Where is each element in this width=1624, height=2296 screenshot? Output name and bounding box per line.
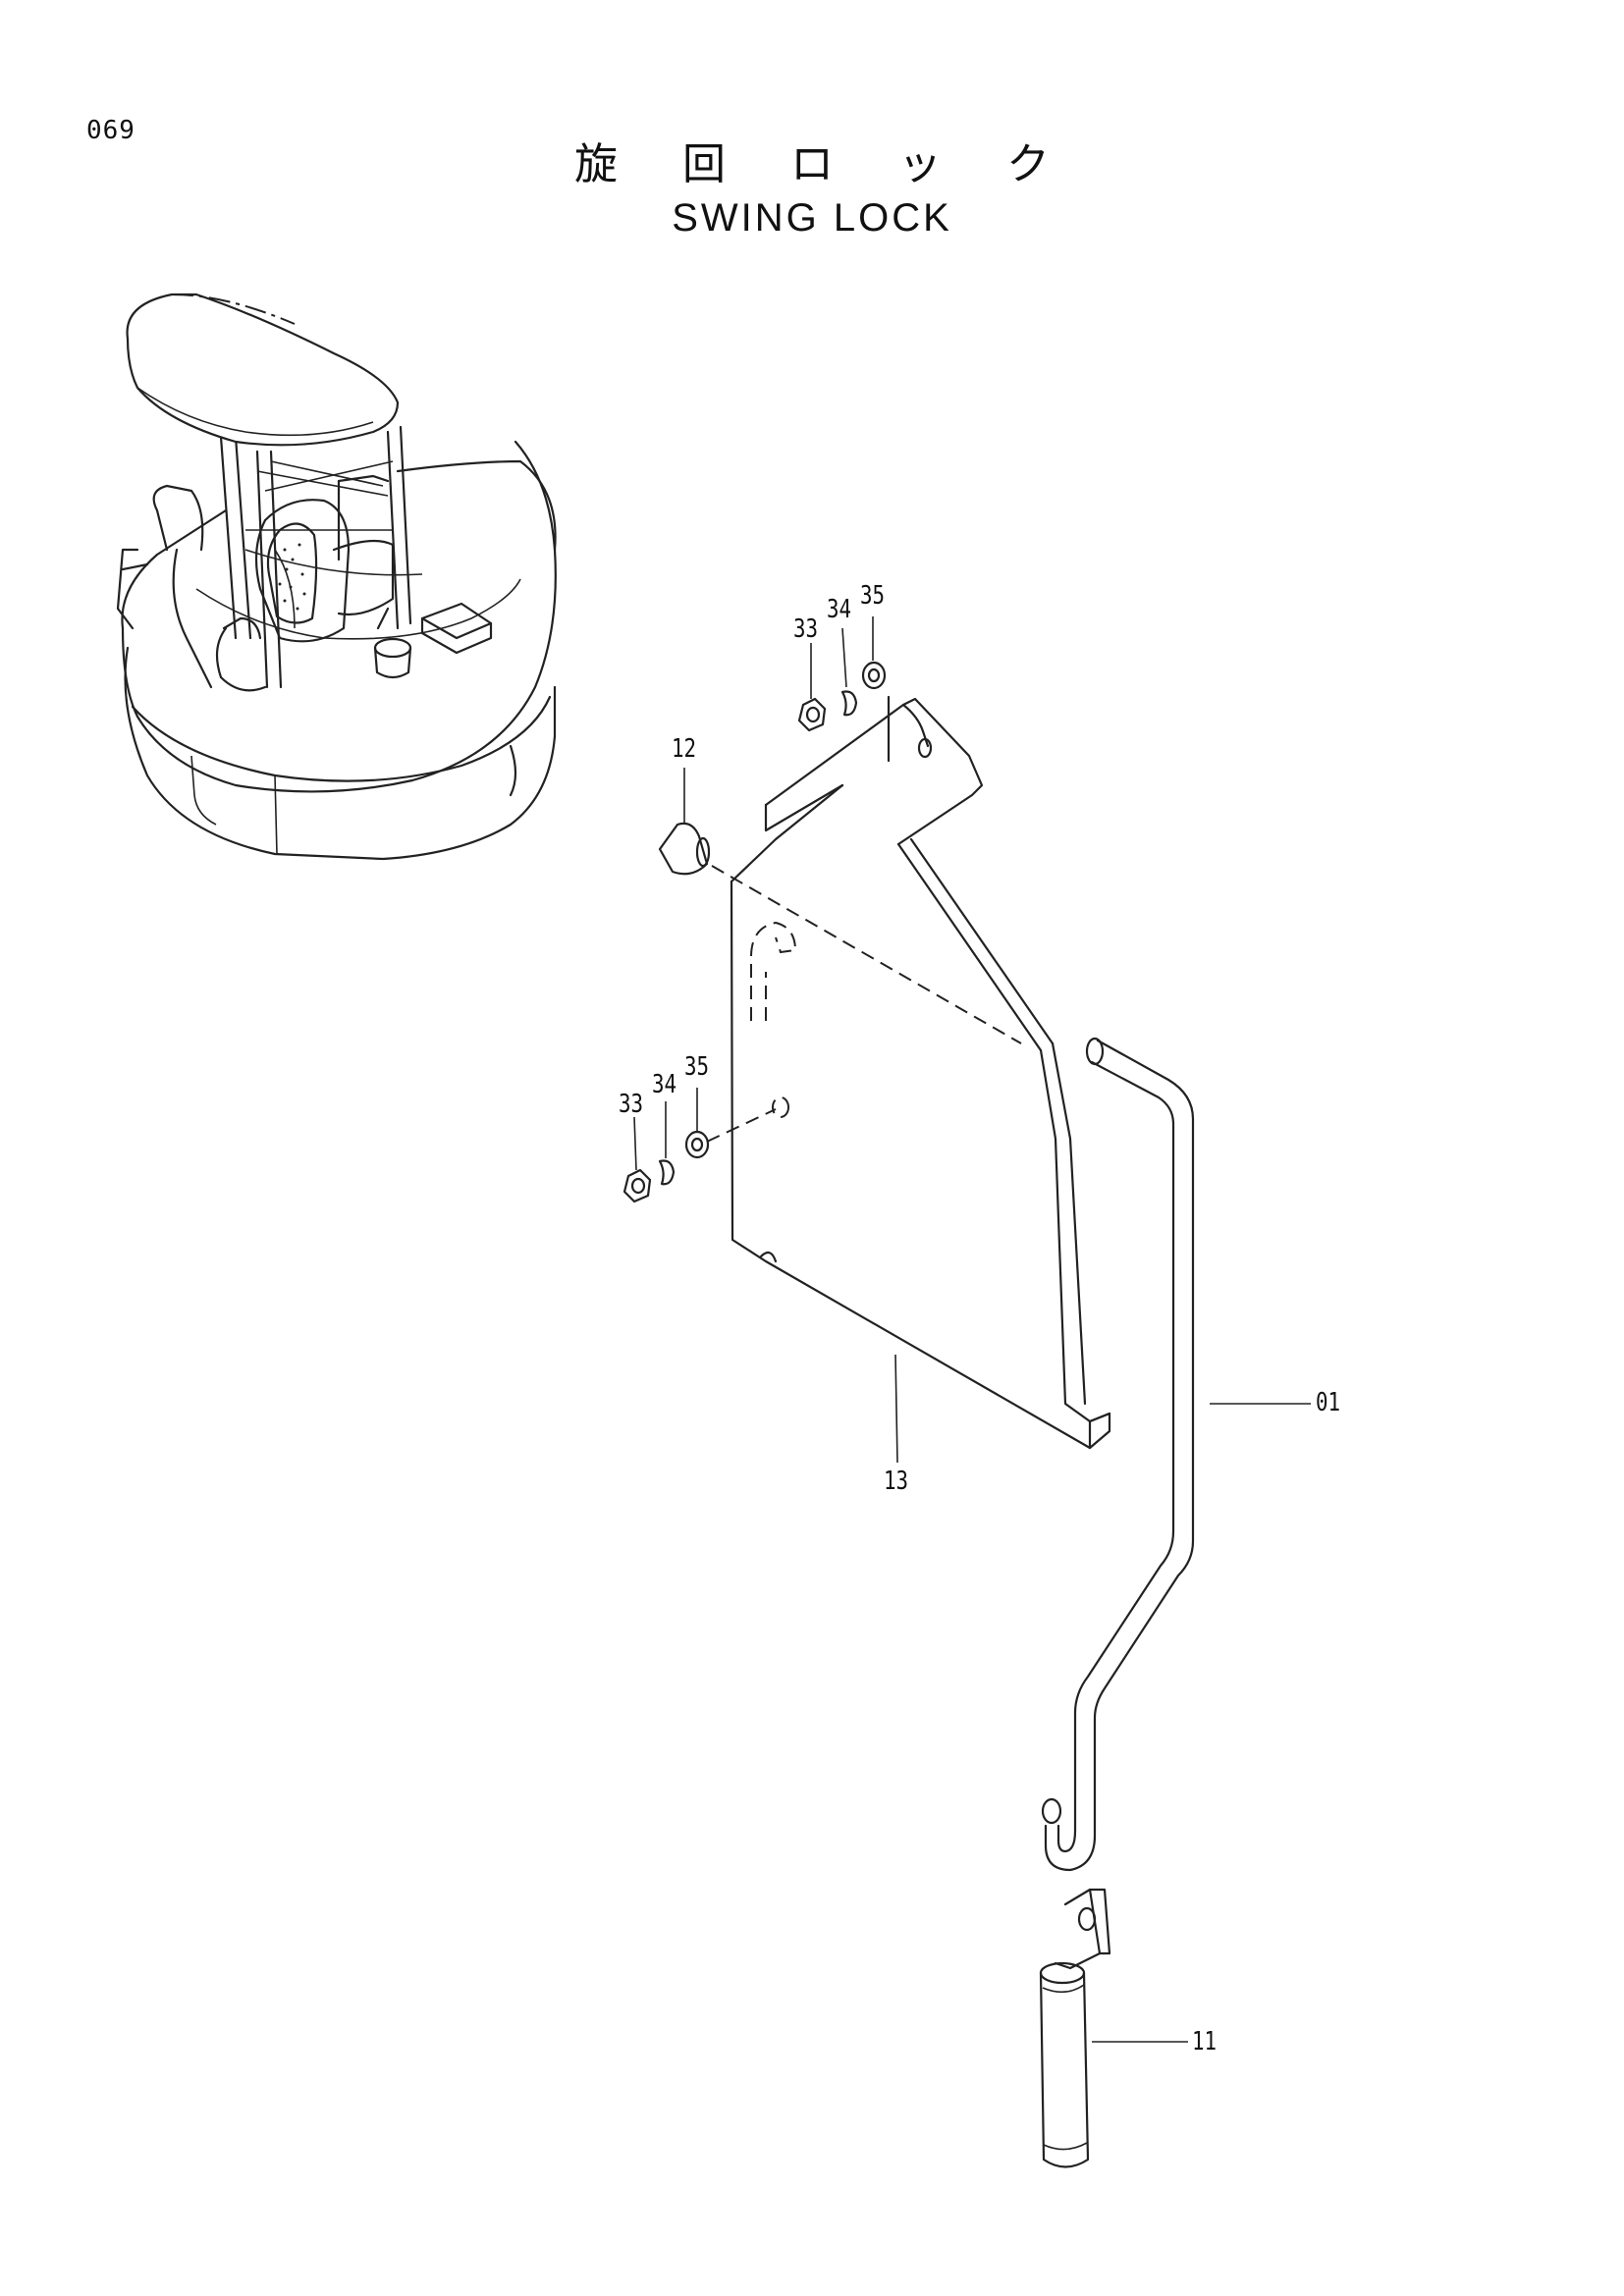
title-block: 旋 回 ロ ッ ク SWING LOCK — [0, 137, 1624, 243]
excavator-overview-illustration — [116, 293, 557, 861]
callout-cover-plate: 13 — [884, 1467, 909, 1496]
lock-pin-part-11 — [1039, 1888, 1111, 2168]
seat-cushion-stipple — [266, 522, 318, 624]
page-number: 069 — [86, 116, 135, 145]
leader-lines — [633, 616, 1311, 2043]
callout-lower-nut: 33 — [619, 1090, 644, 1119]
callout-lock-rod: 01 — [1316, 1388, 1341, 1417]
title-english: SWING LOCK — [672, 196, 952, 240]
cap-part-12 — [658, 822, 711, 876]
lock-rod-part-01 — [1041, 1037, 1195, 1872]
callout-lower-washer: 35 — [684, 1052, 710, 1082]
lower-fastener-set — [623, 1130, 710, 1203]
callout-cap: 12 — [672, 734, 697, 764]
title-japanese: 旋 回 ロ ッ ク — [574, 139, 1075, 189]
callout-upper-washer: 35 — [860, 581, 886, 611]
callout-upper-nut: 33 — [793, 614, 819, 644]
cover-plate-part-13 — [706, 695, 1111, 1450]
upper-fastener-set — [797, 661, 887, 732]
callout-lower-spring-washer: 34 — [652, 1070, 677, 1099]
callout-upper-spring-washer: 34 — [827, 595, 852, 624]
callout-lock-pin: 11 — [1192, 2027, 1218, 2056]
